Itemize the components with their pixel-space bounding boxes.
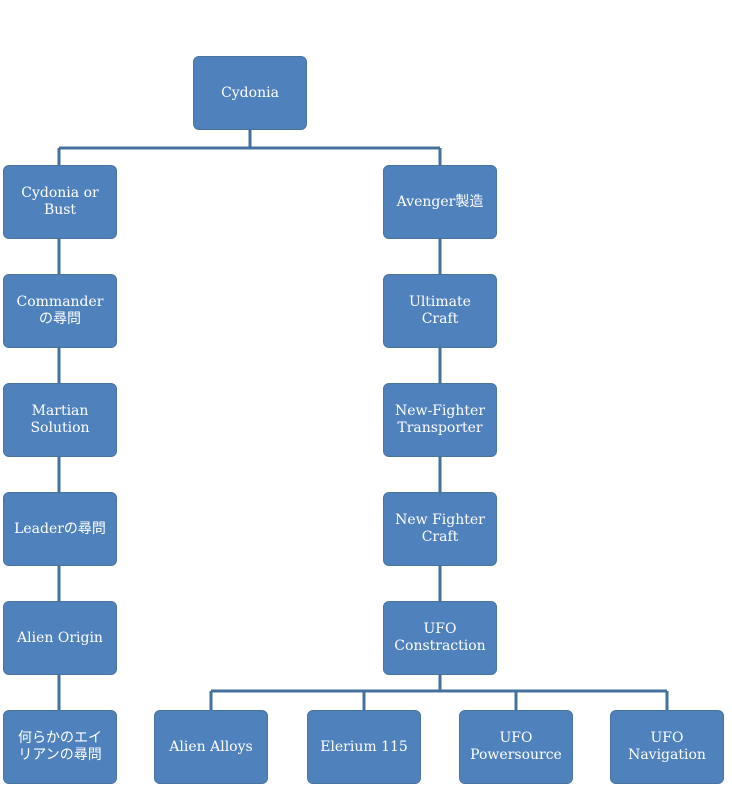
connector-bottom-row: [209, 675, 669, 710]
node-leader-interrogation: Leaderの尋問: [3, 492, 117, 566]
node-ufo-navigation: UFO Navigation: [610, 710, 724, 784]
node-ufo-constraction: UFO Constraction: [383, 601, 497, 675]
node-alien-alloys: Alien Alloys: [154, 710, 268, 784]
node-ultimate-craft: Ultimate Craft: [383, 274, 497, 348]
node-alien-origin: Alien Origin: [3, 601, 117, 675]
node-alien-interrogation: 何らかのエイ リアンの尋問: [3, 710, 117, 784]
node-new-fighter-craft: New Fighter Craft: [383, 492, 497, 566]
node-new-fighter-transporter: New-Fighter Transporter: [383, 383, 497, 457]
node-cydonia-or-bust: Cydonia or Bust: [3, 165, 117, 239]
node-ufo-powersource: UFO Powersource: [459, 710, 573, 784]
node-elerium-115: Elerium 115: [307, 710, 421, 784]
node-cydonia: Cydonia: [193, 56, 307, 130]
node-martian-solution: Martian Solution: [3, 383, 117, 457]
node-avenger-construction: Avenger製造: [383, 165, 497, 239]
node-commander-interrogation: Commander の尋問: [3, 274, 117, 348]
connector-root: [57, 130, 442, 165]
